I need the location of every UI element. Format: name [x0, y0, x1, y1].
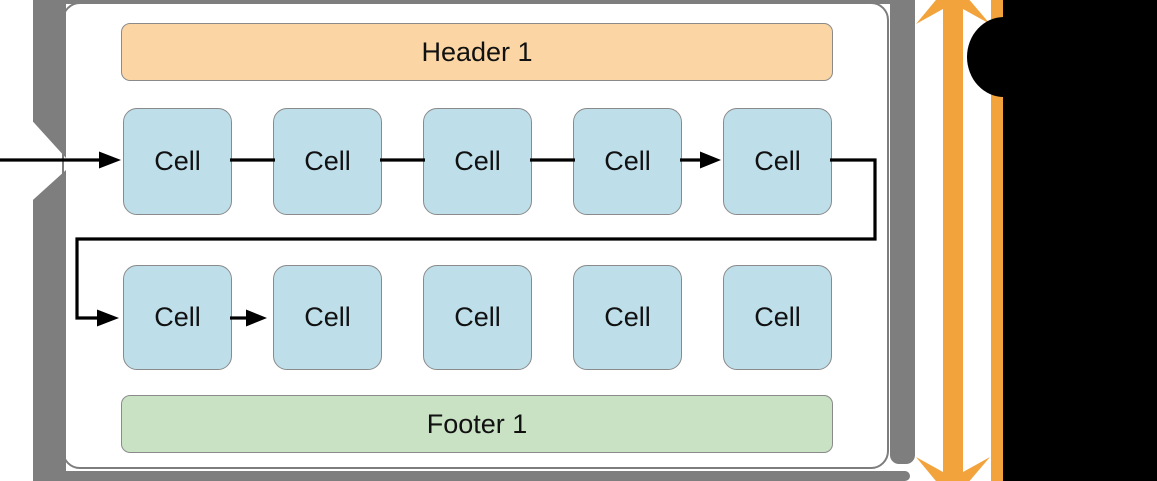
cell-label: Cell [454, 302, 501, 332]
footer-label: Footer 1 [426, 408, 528, 439]
cell: Cell [123, 265, 232, 370]
cell-label: Cell [454, 146, 501, 176]
cell-label: Cell [304, 146, 351, 176]
cell: Cell [423, 265, 532, 370]
scroll-arrow-sliver-icon [991, 0, 1003, 481]
cell: Cell [723, 108, 832, 215]
cell-label: Cell [604, 302, 651, 332]
cell-label: Cell [754, 146, 801, 176]
viewport-frame-top [33, 0, 915, 4]
cell-label: Cell [754, 302, 801, 332]
cell: Cell [573, 108, 682, 215]
cell: Cell [273, 108, 382, 215]
black-overlay [967, 0, 1157, 481]
viewport-frame-right [890, 0, 915, 464]
cell-label: Cell [304, 302, 351, 332]
viewport-frame-left-lower [33, 170, 66, 481]
cell: Cell [723, 265, 832, 370]
cell-label: Cell [604, 146, 651, 176]
cell: Cell [123, 108, 232, 215]
cell: Cell [423, 108, 532, 215]
header-bar: Header 1 [121, 23, 833, 81]
header-label: Header 1 [421, 36, 533, 67]
footer-bar: Footer 1 [121, 395, 833, 453]
viewport-frame-left-upper [33, 0, 66, 158]
cell: Cell [573, 265, 682, 370]
viewport-frame-bottom [33, 471, 910, 481]
cell: Cell [273, 265, 382, 370]
cell-label: Cell [154, 302, 201, 332]
cell-label: Cell [154, 146, 201, 176]
scroll-direction-arrow-icon [916, 0, 990, 481]
